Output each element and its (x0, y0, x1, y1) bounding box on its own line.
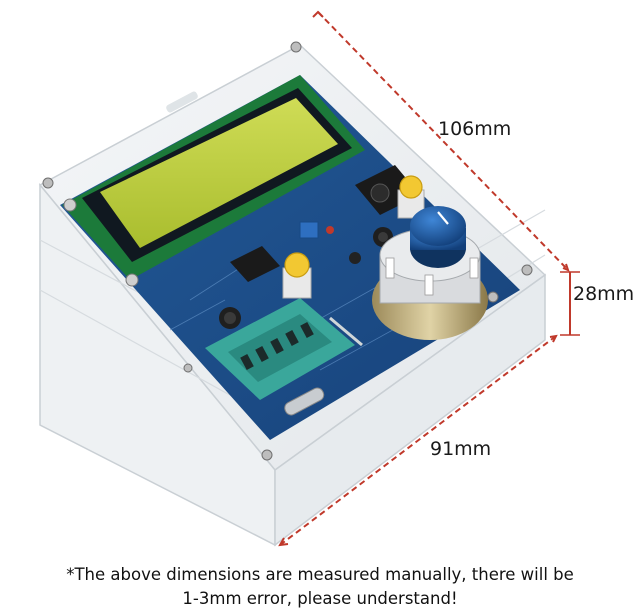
dimension-label-width: 91mm (430, 438, 492, 460)
zif-socket (205, 298, 363, 400)
dimension-line-height (560, 271, 580, 336)
trimmer (299, 221, 319, 239)
rotary-knob (410, 206, 466, 268)
case-screws (42, 41, 533, 461)
yellow-button-left (282, 252, 312, 299)
dimension-line-length (312, 10, 570, 272)
disclaimer-line-1: *The above dimensions are measured manua… (66, 565, 574, 584)
yellow-button-right (397, 175, 425, 219)
dimension-label-height: 28mm (573, 283, 635, 305)
dimension-line-width (278, 334, 558, 547)
disclaimer-text: *The above dimensions are measured manua… (0, 563, 640, 611)
crystal (284, 387, 325, 416)
dimension-label-length: 106mm (438, 118, 512, 140)
led-indicator (326, 226, 334, 234)
lcd-display (62, 75, 365, 287)
ic-chip (230, 246, 280, 282)
disclaimer-line-2: 1-3mm error, please understand! (182, 589, 458, 608)
